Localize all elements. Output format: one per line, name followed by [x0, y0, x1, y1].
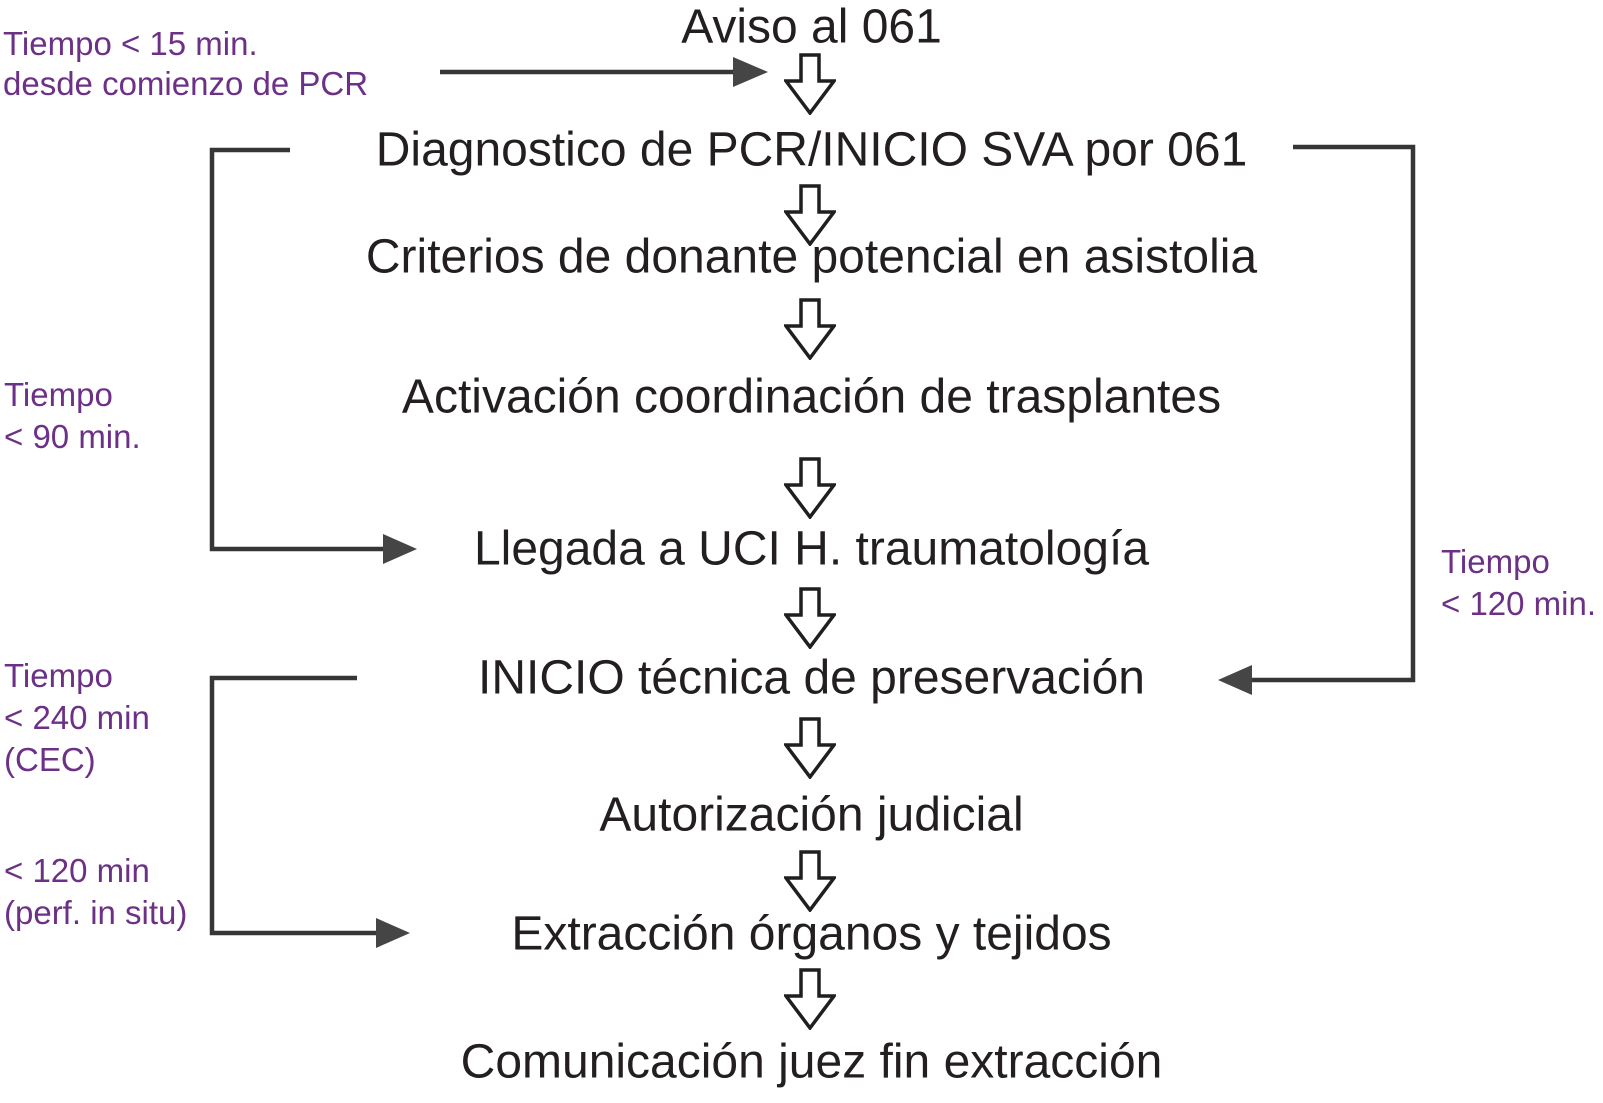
annotation-line: (perf. in situ): [4, 894, 188, 931]
left-arrowhead-icon: [1218, 665, 1252, 695]
annotation-line: < 120 min.: [1441, 585, 1597, 622]
annotation-tiempo-120min: Tiempo < 120 min.: [1441, 541, 1596, 625]
flow-step-llegada-uci: Llegada a UCI H. traumatología: [473, 522, 1150, 576]
annotation-line: Tiempo < 15 min.: [3, 25, 258, 62]
flow-step-extraccion-organos: Extracción órganos y tejidos: [511, 907, 1112, 961]
right-arrowhead-icon: [383, 534, 417, 564]
flow-step-activacion-coordinacion: Activación coordinación de trasplantes: [401, 370, 1222, 424]
right-bracket-120min-connector: [1218, 144, 1416, 695]
annotation-120min-perf-in-situ: < 120 min (perf. in situ): [4, 850, 187, 934]
down-arrow-icon: [784, 968, 836, 1030]
right-arrowhead-icon: [376, 918, 410, 948]
annotation-line: < 90 min.: [4, 418, 141, 455]
right-arrowhead-icon: [733, 57, 768, 87]
top-arrow-connector: [440, 57, 768, 87]
flow-step-comunicacion-juez: Comunicación juez fin extracción: [460, 1035, 1163, 1089]
annotation-line: desde comienzo de PCR: [3, 65, 369, 102]
annotation-line: (CEC): [4, 741, 96, 778]
flow-step-inicio-preservacion: INICIO técnica de preservación: [478, 651, 1145, 705]
down-arrow-icon: [784, 850, 836, 912]
annotation-tiempo-15min: Tiempo < 15 min. desde comienzo de PCR: [3, 24, 368, 104]
annotation-line: < 240 min: [4, 699, 150, 736]
flow-step-aviso-061: Aviso al 061: [681, 0, 942, 54]
left-bracket-90min-connector: [209, 147, 417, 564]
annotation-tiempo-90min: Tiempo < 90 min.: [4, 374, 141, 458]
annotation-line: < 120 min: [4, 852, 150, 889]
down-arrow-icon: [784, 53, 836, 115]
down-arrow-icon: [784, 298, 836, 360]
down-arrow-icon: [784, 184, 836, 246]
annotation-line: Tiempo: [4, 376, 113, 413]
flow-step-autorizacion-judicial: Autorización judicial: [599, 788, 1024, 842]
annotation-tiempo-240min-cec: Tiempo < 240 min (CEC): [4, 655, 150, 781]
left-bracket-240min-connector: [209, 675, 410, 948]
down-arrow-icon: [784, 457, 836, 519]
annotation-line: Tiempo: [4, 657, 113, 694]
down-arrow-icon: [784, 587, 836, 649]
down-arrow-icon: [784, 717, 836, 779]
annotation-line: Tiempo: [1441, 543, 1550, 580]
flow-step-diagnostico-pcr: Diagnostico de PCR/INICIO SVA por 061: [375, 123, 1248, 177]
